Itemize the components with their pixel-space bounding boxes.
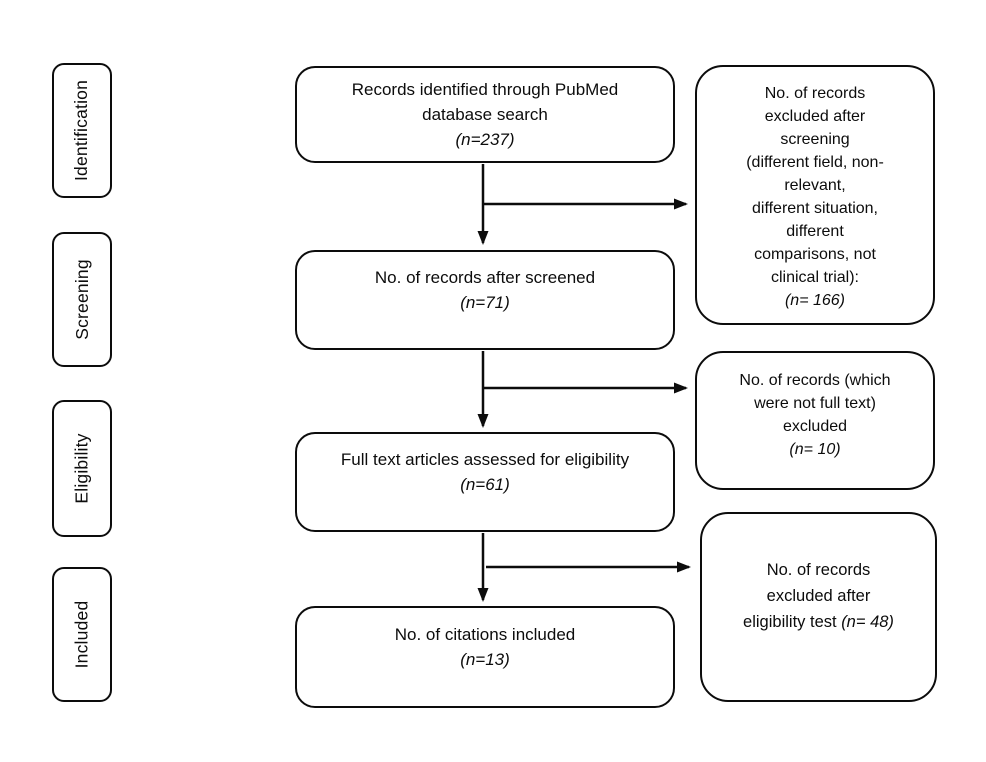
box-line: relevant, bbox=[784, 177, 846, 194]
box-count: (n= 10) bbox=[789, 441, 841, 458]
box-line: clinical trial): bbox=[770, 269, 859, 286]
box-line: different bbox=[786, 223, 844, 240]
box-line: excluded bbox=[782, 418, 848, 435]
box-line: No. of records after screened bbox=[374, 268, 596, 287]
box-line: were not full text) bbox=[754, 395, 876, 412]
main-box-records-screened: No. of records after screened (n=71) bbox=[295, 250, 675, 350]
stage-label-text: Eligibility bbox=[71, 433, 92, 504]
box-line: Full text articles assessed for eligibil… bbox=[340, 450, 630, 469]
stage-label-screening: Screening bbox=[52, 232, 112, 367]
exclusion-box-not-fulltext: No. of records (which were not full text… bbox=[695, 351, 935, 490]
box-line: screening bbox=[780, 131, 850, 148]
box-line: eligibility test (n= 48) bbox=[702, 609, 935, 635]
box-line: excluded after bbox=[764, 108, 866, 125]
stage-label-text: Included bbox=[71, 600, 92, 669]
box-line-text: eligibility test bbox=[743, 613, 837, 631]
box-count: (n=71) bbox=[460, 293, 510, 312]
box-line: No. of records bbox=[764, 85, 866, 102]
box-count: (n=13) bbox=[460, 650, 510, 669]
box-line: No. of records (which bbox=[739, 372, 891, 389]
stage-label-text: Screening bbox=[71, 259, 92, 340]
box-line: excluded after bbox=[766, 587, 871, 605]
box-line: database search bbox=[422, 105, 548, 124]
box-line: No. of citations included bbox=[394, 625, 576, 644]
box-line: Records identified through PubMed bbox=[351, 80, 619, 99]
box-line: (different field, non- bbox=[746, 154, 884, 171]
box-count: (n=61) bbox=[460, 475, 510, 494]
stage-label-text: Identification bbox=[71, 79, 92, 182]
stage-label-included: Included bbox=[52, 567, 112, 702]
main-box-records-identified: Records identified through PubMed databa… bbox=[295, 66, 675, 163]
box-count: (n= 48) bbox=[841, 613, 894, 631]
box-count: (n= 166) bbox=[784, 292, 846, 309]
exclusion-box-after-eligibility: No. of records excluded after eligibilit… bbox=[700, 512, 937, 702]
main-box-fulltext-assessed: Full text articles assessed for eligibil… bbox=[295, 432, 675, 532]
stage-label-identification: Identification bbox=[52, 63, 112, 198]
stage-label-eligibility: Eligibility bbox=[52, 400, 112, 537]
exclusion-box-after-screening: No. of records excluded after screening … bbox=[695, 65, 935, 325]
box-count: (n=237) bbox=[455, 130, 515, 149]
main-box-citations-included: No. of citations included (n=13) bbox=[295, 606, 675, 708]
box-line: No. of records bbox=[766, 561, 871, 579]
box-line: different situation, bbox=[751, 200, 878, 217]
box-line: comparisons, not bbox=[754, 246, 876, 263]
